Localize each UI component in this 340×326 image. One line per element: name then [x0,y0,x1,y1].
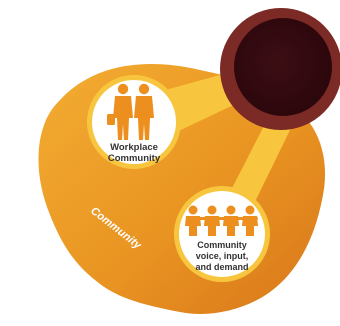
hub-circle [220,8,340,130]
node-voice-line3: and demand [195,262,248,272]
connector-voice [228,118,292,212]
node-workplace-line1: Workplace [110,142,158,153]
workers-icon [107,83,154,140]
node-voice-line1: Community [197,240,247,250]
node-workplace-community: Workplace Community [87,75,181,169]
node-community-voice: Community voice, input, and demand [174,186,270,282]
node-voice-line2: voice, input, [196,251,249,261]
group-people-icon [185,205,258,236]
node-workplace-line2: Community [108,153,161,164]
